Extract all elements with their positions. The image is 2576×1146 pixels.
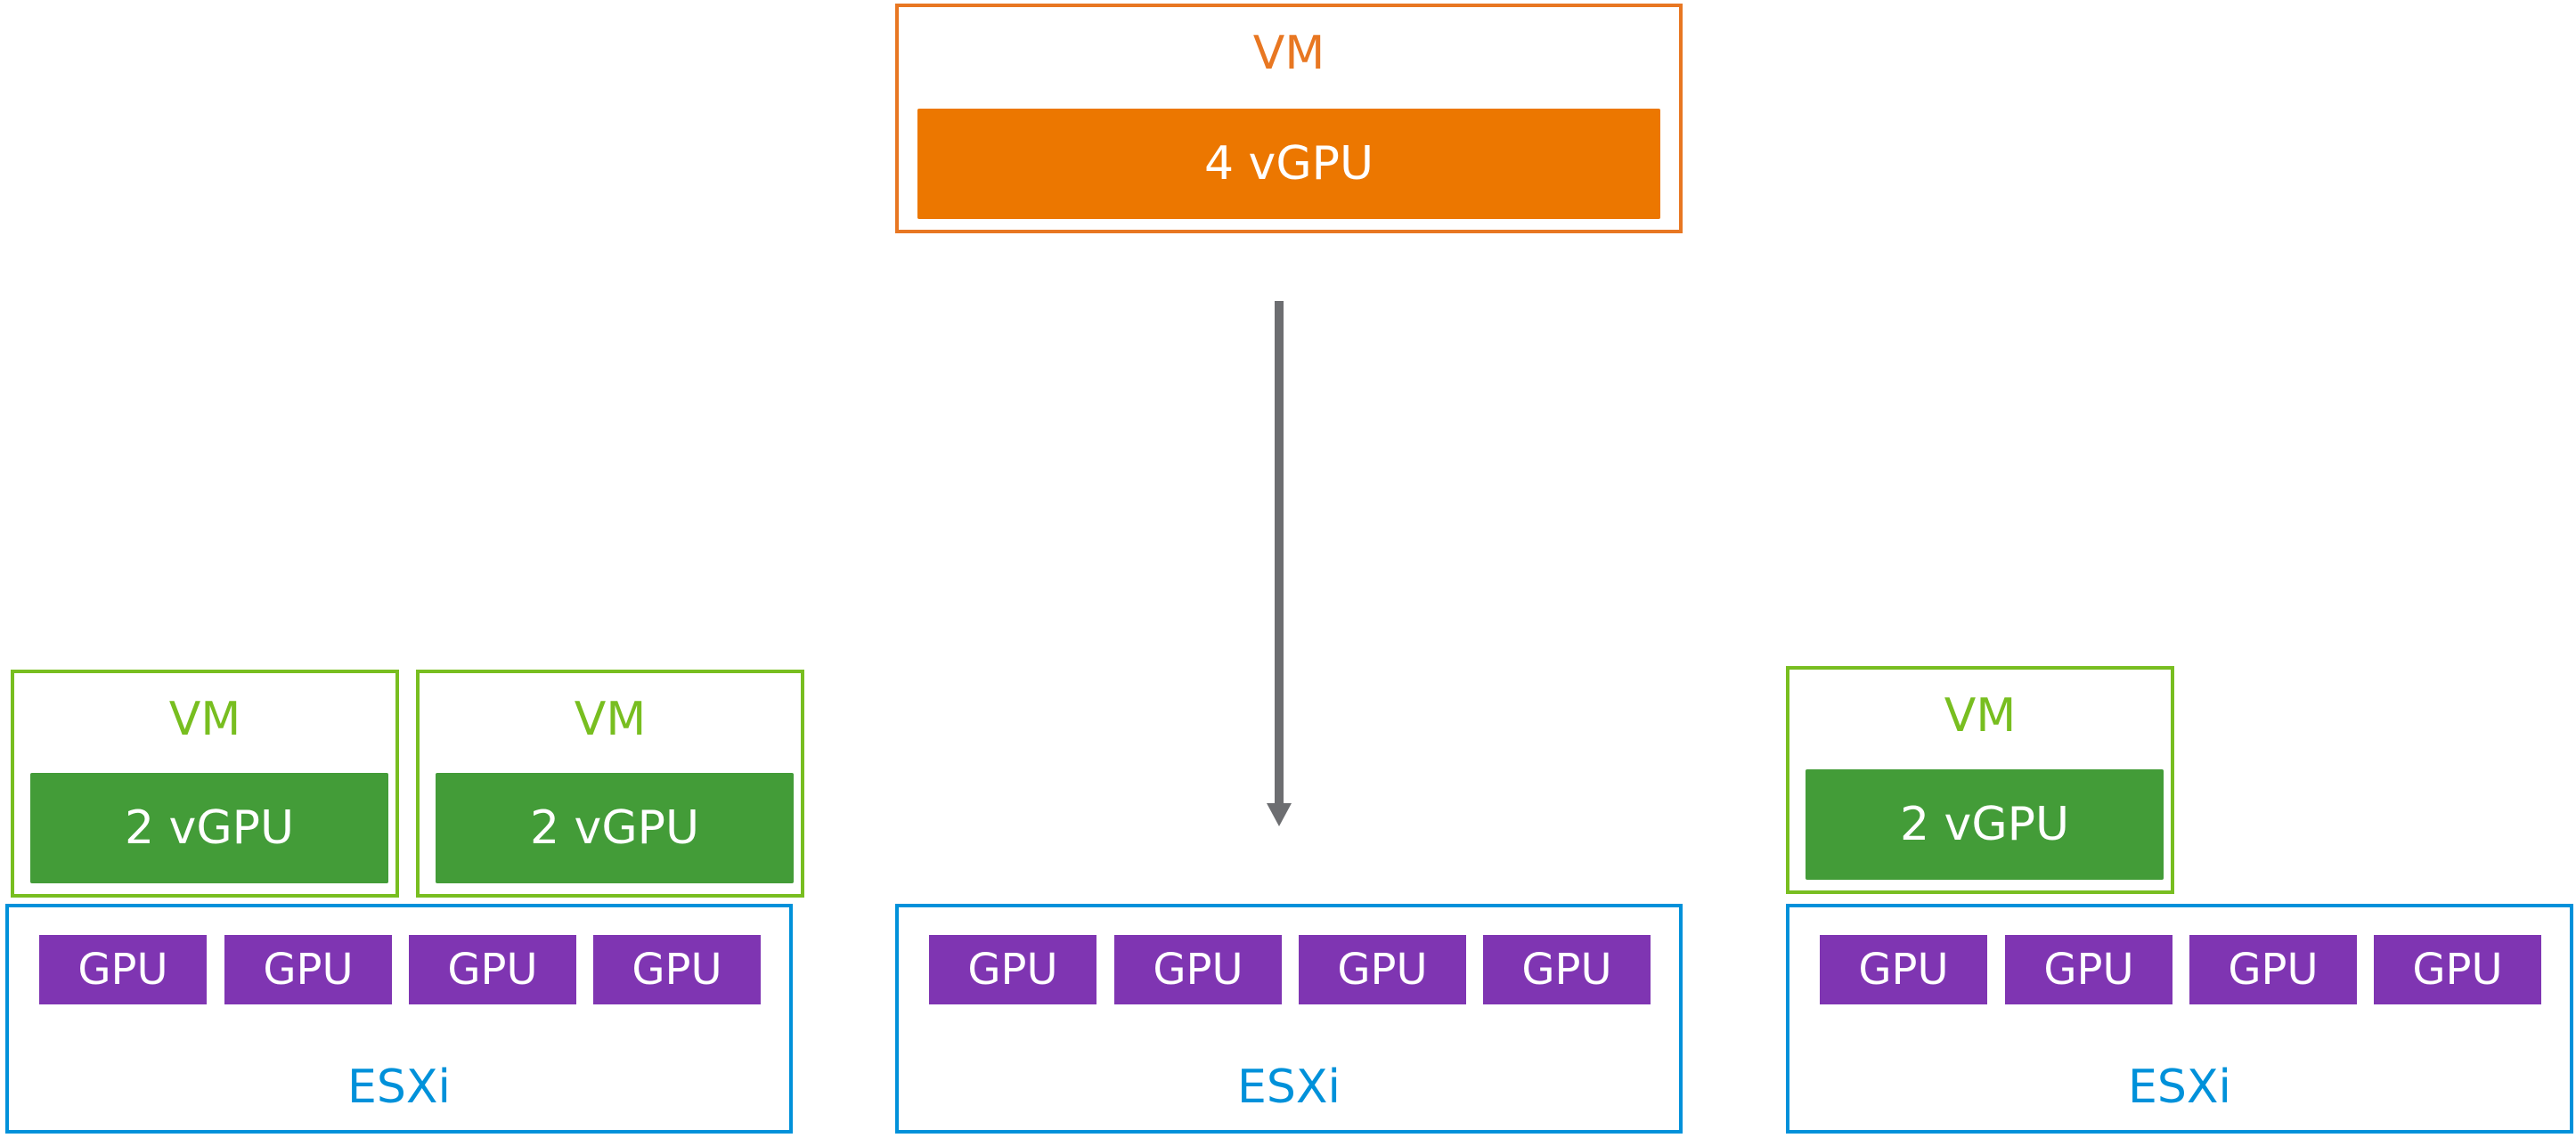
vm-host1-a: VM 2 vGPU xyxy=(11,670,399,898)
esxi-host-3: GPU GPU GPU GPU ESXi xyxy=(1786,904,2573,1134)
vgpu-block: 4 vGPU xyxy=(917,109,1660,219)
vgpu-block: 2 vGPU xyxy=(30,773,388,883)
gpu-block: GPU xyxy=(593,935,761,1004)
gpu-block: GPU xyxy=(2374,935,2541,1004)
gpu-block: GPU xyxy=(1114,935,1282,1004)
vgpu-block: 2 vGPU xyxy=(436,773,794,883)
vm-title: VM xyxy=(168,693,241,746)
migrating-vm: VM 4 vGPU xyxy=(895,4,1683,233)
gpu-block: GPU xyxy=(2189,935,2357,1004)
vgpu-block: 2 vGPU xyxy=(1806,769,2164,880)
vm-title: VM xyxy=(1944,689,2017,743)
placement-arrow xyxy=(1267,301,1292,826)
arrow-head-icon xyxy=(1267,803,1292,826)
gpu-block: GPU xyxy=(1299,935,1466,1004)
vm-title: VM xyxy=(1252,27,1325,80)
gpu-block: GPU xyxy=(1483,935,1651,1004)
gpu-block: GPU xyxy=(1820,935,1987,1004)
gpu-block: GPU xyxy=(409,935,576,1004)
host-label: ESXi xyxy=(2128,1061,2231,1114)
vm-host1-b: VM 2 vGPU xyxy=(416,670,804,898)
esxi-host-1: GPU GPU GPU GPU ESXi xyxy=(5,904,793,1134)
gpu-block: GPU xyxy=(39,935,207,1004)
host-label: ESXi xyxy=(1237,1061,1341,1114)
gpu-block: GPU xyxy=(224,935,392,1004)
vm-host3-a: VM 2 vGPU xyxy=(1786,666,2174,894)
gpu-block: GPU xyxy=(929,935,1096,1004)
vm-title: VM xyxy=(574,693,647,746)
gpu-block: GPU xyxy=(2005,935,2172,1004)
host-label: ESXi xyxy=(347,1061,451,1114)
esxi-host-2: GPU GPU GPU GPU ESXi xyxy=(895,904,1683,1134)
